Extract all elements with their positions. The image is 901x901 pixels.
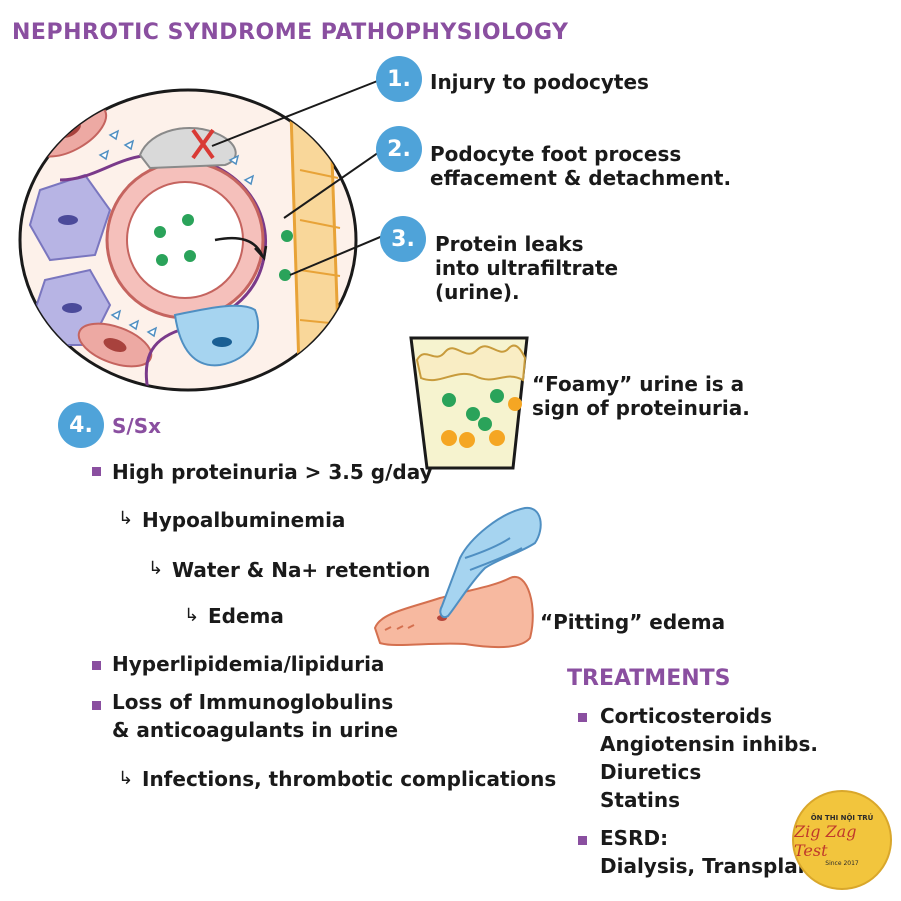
- logo-bottom-text: Since 2017: [825, 859, 859, 867]
- ssx-item-text: High proteinuria > 3.5 g/day: [112, 460, 433, 484]
- ssx-item-text: Edema: [208, 604, 284, 628]
- treatments-heading: TREATMENTS: [567, 666, 731, 691]
- treatment-item: ESRD:: [600, 826, 669, 850]
- ssx-item: [92, 461, 101, 480]
- arrow-icon: ↳: [184, 605, 200, 626]
- ssx-item: [92, 695, 101, 714]
- arrow-icon: ↳: [148, 558, 164, 579]
- bullet-marker: [92, 661, 101, 670]
- foot-pitting-edema-icon: [373, 506, 542, 649]
- step-pointer-lines: [211, 79, 386, 276]
- step-3-line: into ultrafiltrate: [435, 256, 619, 280]
- bullet-marker: [578, 836, 587, 845]
- brand-logo: ÔN THI NỘI TRÚ Zig Zag Test Since 2017: [792, 790, 892, 890]
- ssx-item-text: Loss of Immunoglobulins: [112, 690, 394, 714]
- treatment-bullet: [578, 707, 587, 726]
- bullet-marker: [92, 467, 101, 476]
- step-3-text: Protein leaks into ultrafiltrate (urine)…: [435, 232, 618, 304]
- step-1-text: Injury to podocytes: [430, 70, 649, 94]
- step-2-text: Podocyte foot process effacement & detac…: [430, 142, 731, 190]
- step-3-badge: 3.: [380, 216, 426, 262]
- foamy-line: “Foamy” urine is a: [532, 372, 745, 396]
- treatment-group-2: ESRD: Dialysis, Transplant: [600, 826, 821, 878]
- step-2-badge: 2.: [376, 126, 422, 172]
- arrow-icon: ↳: [118, 768, 134, 789]
- ssx-item-text: Infections, thrombotic complications: [142, 767, 557, 791]
- step-3-line: Protein leaks: [435, 232, 584, 256]
- bullet-marker: [92, 701, 101, 710]
- step-1-line: Injury to podocytes: [430, 70, 649, 94]
- glomerulus-illustration: [18, 88, 358, 392]
- foamy-urine-caption: “Foamy” urine is a sign of proteinuria.: [532, 372, 750, 420]
- pitting-edema-caption: “Pitting” edema: [540, 610, 726, 634]
- arrow-icon: ↳: [118, 508, 134, 529]
- treatment-item: Angiotensin inhibs.: [600, 732, 818, 756]
- ssx-item-text: Hyperlipidemia/lipiduria: [112, 652, 385, 676]
- step-1-badge: 1.: [376, 56, 422, 102]
- logo-top-text: ÔN THI NỘI TRÚ: [810, 813, 874, 822]
- foamy-line: sign of proteinuria.: [532, 396, 750, 420]
- treatment-item: Dialysis, Transplant: [600, 854, 822, 878]
- ssx-item-text: Hypoalbuminemia: [142, 508, 346, 532]
- bullet-marker: [578, 713, 587, 722]
- step-4-badge: 4.: [58, 402, 104, 448]
- ssx-item: [92, 655, 101, 674]
- treatment-item: Corticosteroids: [600, 704, 773, 728]
- ssx-label: S/Sx: [112, 414, 162, 438]
- treatment-bullet: [578, 830, 587, 849]
- logo-script-text: Zig Zag Test: [794, 821, 857, 860]
- step-2-line: Podocyte foot process: [430, 142, 682, 166]
- step-2-line: effacement & detachment.: [430, 166, 732, 190]
- treatment-group-1: Corticosteroids Angiotensin inhibs. Diur…: [600, 704, 818, 812]
- urine-glass-icon: [409, 336, 529, 470]
- treatment-item: Diuretics: [600, 760, 702, 784]
- step-3-line: (urine).: [435, 280, 520, 304]
- ssx-item-text: Water & Na+ retention: [172, 558, 431, 582]
- ssx-item-text: & anticoagulants in urine: [112, 718, 399, 742]
- treatment-item: Statins: [600, 788, 681, 812]
- page-title: NEPHROTIC SYNDROME PATHOPHYSIOLOGY: [12, 20, 569, 45]
